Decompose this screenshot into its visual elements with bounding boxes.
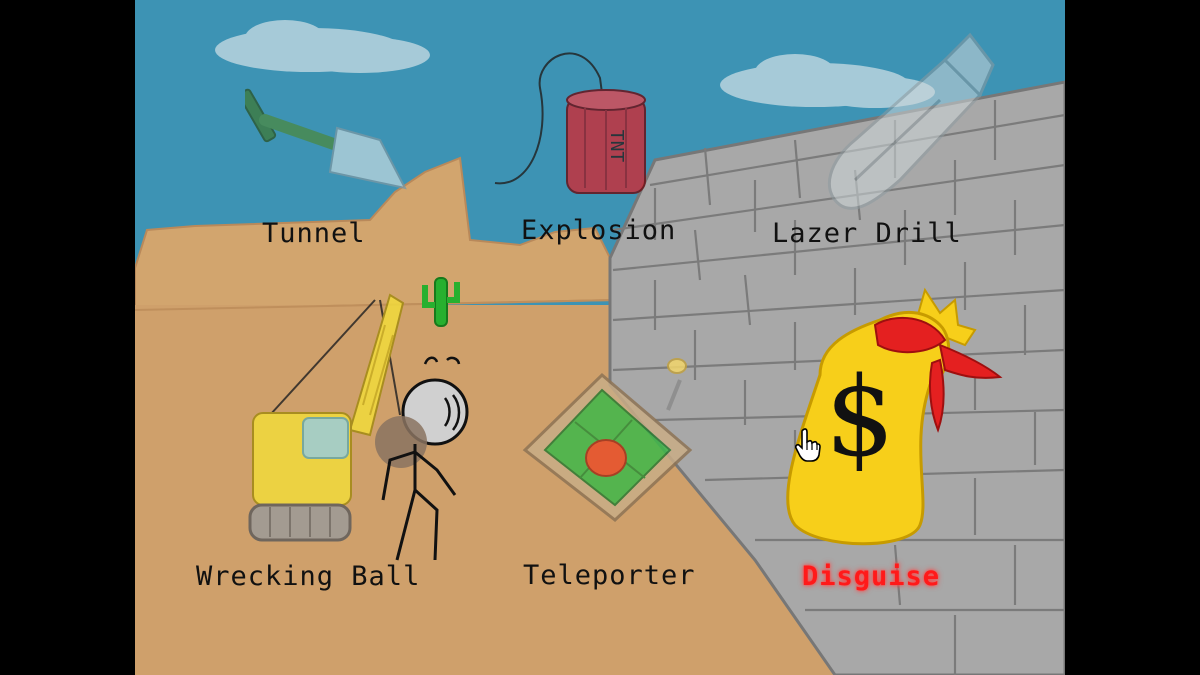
- tnt-icon[interactable]: TNT: [490, 38, 665, 198]
- drill-icon[interactable]: [815, 30, 1000, 215]
- money-bag-icon[interactable]: $: [780, 285, 1005, 550]
- shovel-icon[interactable]: [245, 80, 410, 195]
- teleporter-icon[interactable]: [520, 350, 695, 525]
- option-wrecking-ball-label[interactable]: Wrecking Ball: [196, 561, 421, 592]
- hand-cursor-icon: [795, 428, 821, 462]
- option-explosion-label[interactable]: Explosion: [521, 215, 677, 246]
- svg-text:TNT: TNT: [606, 130, 627, 163]
- option-lazer-drill-label[interactable]: Lazer Drill: [772, 218, 962, 249]
- game-screen: TNT: [135, 0, 1065, 675]
- cloud: [215, 20, 430, 73]
- crane-icon[interactable]: [245, 285, 405, 550]
- option-teleporter-label[interactable]: Teleporter: [523, 560, 696, 591]
- svg-text:$: $: [825, 353, 895, 481]
- cactus: [422, 277, 460, 327]
- option-disguise-label[interactable]: Disguise: [802, 561, 941, 592]
- option-tunnel-label[interactable]: Tunnel: [262, 218, 366, 249]
- stick-figure-character: [375, 356, 469, 561]
